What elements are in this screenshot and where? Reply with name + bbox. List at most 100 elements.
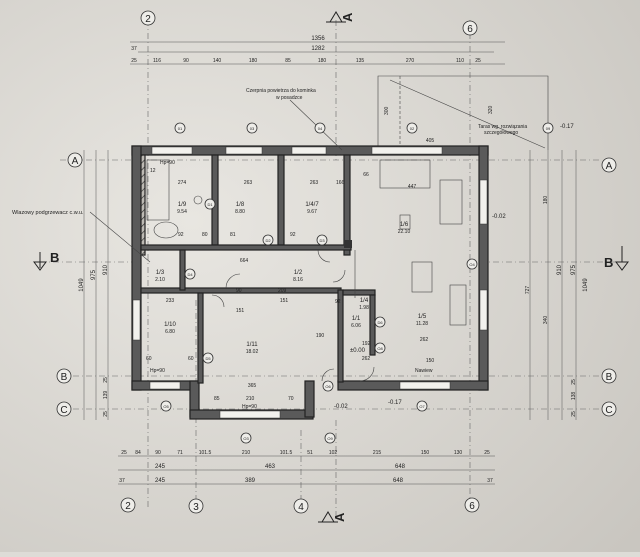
dim-text: 300: [384, 106, 390, 115]
dim-text: 90: [155, 450, 161, 456]
dim-text: 233: [166, 298, 175, 304]
exterior-walls: [131, 145, 489, 420]
dim-text: 66: [363, 172, 369, 178]
tag: D1: [204, 198, 216, 210]
axis-label: A: [72, 156, 79, 167]
section-marker-right: B: [604, 246, 629, 271]
tag: 09: [542, 122, 554, 134]
wall-int: [140, 244, 352, 251]
dim-text: 116: [153, 58, 161, 64]
axis-marker-2-top: 2: [140, 10, 156, 26]
axis-label: 2: [145, 14, 151, 25]
shower: [153, 221, 179, 239]
room-area: 2.10: [155, 277, 165, 283]
dim-text: 664: [240, 258, 249, 264]
door-arc: [359, 366, 375, 382]
dim-text: 262: [420, 337, 429, 343]
small-dimensions: 12 80 92 81 92 60 60 90 209 70 210 85 16…: [146, 105, 494, 402]
tag: D5: [202, 352, 214, 364]
dim-text: 180: [318, 58, 327, 64]
wall-int: [369, 294, 376, 356]
door-arc: [321, 368, 335, 382]
svg-text:O8: O8: [377, 346, 383, 351]
window-right-1: [479, 179, 488, 225]
level-mark: ±0.00: [350, 348, 366, 354]
annotations: Czerpnia powietrza do kominka w posadzce…: [12, 88, 574, 410]
svg-text:O3: O3: [243, 436, 249, 441]
svg-text:O4: O4: [469, 262, 475, 267]
bathtub: [146, 159, 170, 221]
dim-text: 151: [280, 298, 289, 304]
dim-text: 80: [202, 232, 208, 238]
dim-text: 139: [103, 391, 109, 400]
wall-int: [140, 154, 146, 256]
dim-text: 975: [571, 264, 577, 275]
tag: 04: [314, 122, 326, 134]
dim-text: 209: [278, 288, 287, 294]
tag: D3: [316, 234, 328, 246]
dim-text: 1282: [311, 46, 325, 52]
room-id: 1/4/7: [305, 202, 319, 208]
tag: O6: [322, 380, 334, 392]
room-1-11: 1/11 18.02 151 151 365: [236, 298, 289, 389]
section-label: B: [50, 250, 59, 265]
dim-text: 138: [571, 392, 577, 401]
axis-label: 6: [467, 24, 473, 35]
axis-label: 2: [125, 501, 131, 512]
dim-text: 70: [288, 396, 294, 402]
svg-text:D4: D4: [187, 272, 193, 277]
dim-text: 90: [183, 58, 189, 64]
dim-text: 25: [571, 411, 577, 417]
room-1-6: 1/6 22.10 447 66 405: [363, 138, 434, 235]
dim-text: 192: [362, 341, 371, 347]
room-id: 1/8: [236, 202, 245, 208]
dim-text: 215: [373, 450, 382, 456]
svg-text:D2: D2: [265, 238, 271, 243]
fixtures: [146, 159, 467, 326]
svg-text:02: 02: [410, 126, 415, 131]
dim-text: 25: [131, 58, 137, 64]
level-mark: -0.17: [560, 124, 574, 130]
dim-text: 340: [543, 316, 549, 325]
dim-text: 85: [214, 396, 220, 402]
dim-text: 84: [135, 450, 141, 456]
dim-text: 110: [456, 58, 464, 64]
tag: O7: [416, 400, 428, 412]
dim-text: 37: [487, 478, 493, 484]
wall-int: [277, 154, 285, 246]
dim-text: 727: [525, 286, 531, 295]
axis-marker-b-right: B: [601, 368, 617, 384]
level-mark: -0.02: [334, 404, 348, 410]
wall-int: [337, 289, 344, 383]
tag: D4: [184, 268, 196, 280]
section-marker-bottom: A: [318, 511, 347, 523]
dim-text: 60: [146, 356, 152, 362]
room-1-4-7: 1/4/7 9.67 263: [305, 180, 319, 215]
dim-text: 25: [121, 450, 127, 456]
dim-text: 140: [213, 58, 222, 64]
svg-text:D3: D3: [319, 238, 325, 243]
leader-line: [89, 211, 151, 263]
room-id: 1/10: [164, 322, 176, 328]
dim-text: 405: [426, 138, 435, 144]
axis-label: A: [606, 161, 613, 172]
dim-text: 51: [307, 450, 313, 456]
section-label: B: [604, 255, 613, 270]
wall-int: [179, 249, 186, 291]
dim-text: 1049: [79, 278, 85, 292]
room-id: 1/9: [178, 202, 187, 208]
room-1-9: 1/9 9.54 274: [177, 180, 187, 215]
axis-marker-6-top: 6: [462, 20, 478, 36]
terrace-outline: 300: [377, 75, 549, 150]
tag: D6: [374, 316, 386, 328]
dim-text: 92: [335, 299, 341, 305]
interior-walls: [140, 154, 376, 384]
dim-text: 975: [91, 269, 97, 280]
tag: 03: [246, 122, 258, 134]
svg-text:03: 03: [250, 126, 255, 131]
kitchen-counter: [379, 159, 431, 189]
room-area: 9.54: [177, 209, 187, 215]
